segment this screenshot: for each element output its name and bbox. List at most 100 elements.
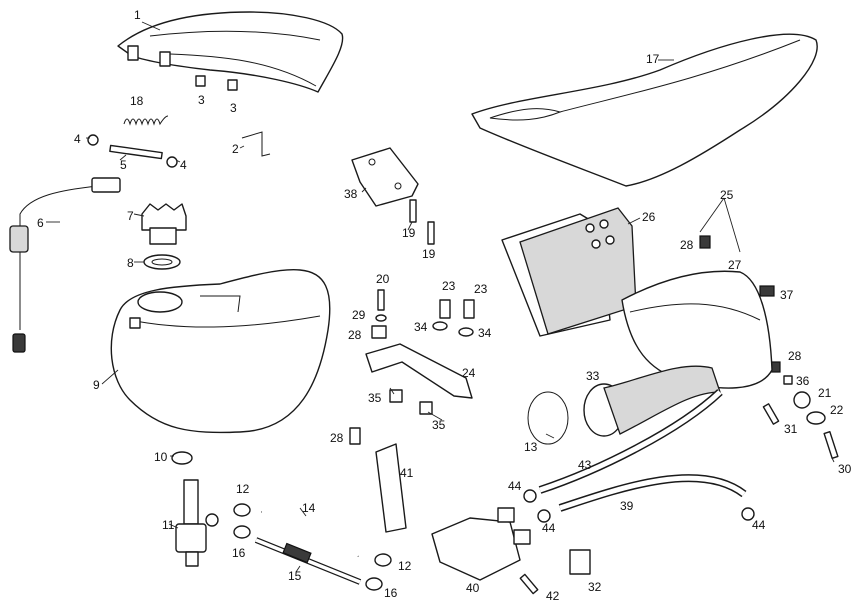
callout-label: 31	[784, 422, 798, 436]
callout-label: 28	[348, 328, 362, 342]
part-washer	[806, 411, 826, 425]
callout-label: 40	[466, 581, 480, 595]
callout-label: 34	[414, 320, 428, 334]
callout-label: 34	[478, 326, 492, 340]
part-clip	[227, 79, 238, 91]
part-fuel-tap	[175, 479, 219, 567]
part-spring-clip	[389, 389, 403, 403]
part-mounting-plate	[375, 443, 407, 533]
part-bracket	[241, 131, 271, 157]
part-airbox	[621, 270, 773, 389]
part-seat	[471, 33, 818, 187]
callout-label: 27	[728, 258, 742, 272]
part-knob-screw	[463, 299, 475, 319]
part-knob-screw	[439, 299, 451, 319]
callout-label: 19	[422, 247, 436, 261]
part-clip	[195, 75, 206, 87]
part-screw	[377, 289, 385, 311]
part-sponge-block	[569, 549, 591, 575]
callout-label: 44	[508, 479, 522, 493]
part-seal-ring	[143, 254, 181, 270]
part-mount-bracket	[351, 147, 419, 207]
part-pin	[109, 144, 163, 160]
callout-label: 13	[524, 440, 538, 454]
part-spring	[123, 115, 169, 126]
part-hose-clip	[741, 507, 755, 521]
callout-label: 44	[542, 521, 556, 535]
callout-label: 28	[330, 431, 344, 445]
callout-label: 37	[780, 288, 794, 302]
callout-label: 26	[642, 210, 656, 224]
callout-label: 38	[344, 187, 358, 201]
callout-label: 4	[180, 158, 187, 172]
part-fuel-cap	[141, 203, 187, 245]
callout-label: 7	[127, 209, 134, 223]
part-nut	[166, 156, 178, 168]
callout-label: 39	[620, 499, 634, 513]
callout-label: 30	[838, 462, 852, 476]
part-strap-bracket	[365, 343, 473, 399]
callout-label: 20	[376, 272, 390, 286]
callout-label: 44	[752, 518, 766, 532]
callout-label: 8	[127, 256, 134, 270]
callout-label: 17	[646, 52, 660, 66]
callout-label: 29	[352, 308, 366, 322]
callout-label: 12	[236, 482, 250, 496]
callout-label: 3	[198, 93, 205, 107]
part-fuel-filter-line	[254, 537, 362, 585]
callout-label: 12	[398, 559, 412, 573]
part-nut	[87, 134, 99, 146]
callout-label: 4	[74, 132, 81, 146]
part-clamp-ring	[527, 391, 569, 445]
part-grommet	[793, 391, 811, 409]
callout-label: 23	[474, 282, 488, 296]
part-front-cover	[117, 11, 344, 93]
callout-label: 25	[720, 188, 734, 202]
callout-label: 28	[680, 238, 694, 252]
part-small-clip	[371, 325, 387, 339]
part-bolt	[759, 285, 775, 297]
part-washer	[458, 327, 474, 337]
part-screw	[762, 403, 780, 425]
part-spring-clip	[419, 401, 433, 415]
callout-label: 42	[546, 589, 560, 603]
callout-label: 35	[368, 391, 382, 405]
part-washer	[432, 321, 448, 331]
part-hose-clamp	[233, 503, 251, 517]
callout-label: 24	[462, 366, 476, 380]
callout-label: 16	[232, 546, 246, 560]
callout-label: 2	[232, 142, 239, 156]
callout-label: 28	[788, 349, 802, 363]
part-hose-clamp	[365, 577, 383, 591]
callout-label: 36	[796, 374, 810, 388]
callout-label: 10	[154, 450, 168, 464]
part-hose-clamp	[233, 525, 251, 539]
part-screw	[427, 221, 435, 245]
callout-label: 3	[230, 101, 237, 115]
part-hose-clamp	[374, 553, 392, 567]
callout-label: 6	[37, 216, 44, 230]
part-throttle-body	[431, 507, 531, 581]
part-screw	[519, 573, 539, 595]
callout-label: 18	[130, 94, 144, 108]
part-washer	[375, 314, 387, 322]
part-clamp	[171, 451, 193, 465]
part-fuel-tank	[110, 268, 331, 434]
part-small-clip	[699, 235, 711, 249]
part-screw	[409, 199, 417, 223]
leader-lines	[46, 21, 835, 573]
callout-label: 22	[830, 403, 844, 417]
part-hose-clip	[537, 509, 551, 523]
callout-label: 16	[384, 586, 398, 600]
part-air-filter	[501, 207, 637, 337]
callout-labels: 1 3 3 18 4 2 5 4 6 7 8 9 10 11 12 16 14 …	[37, 8, 852, 603]
part-intake-duct	[583, 365, 721, 437]
part-breather-hose-39	[558, 474, 747, 512]
part-small-clip	[349, 427, 361, 445]
part-bolt-long	[823, 431, 839, 459]
callout-label: 41	[400, 466, 414, 480]
part-breather-hose-43	[538, 389, 723, 494]
callout-label: 19	[402, 226, 416, 240]
part-spacer	[783, 375, 793, 385]
